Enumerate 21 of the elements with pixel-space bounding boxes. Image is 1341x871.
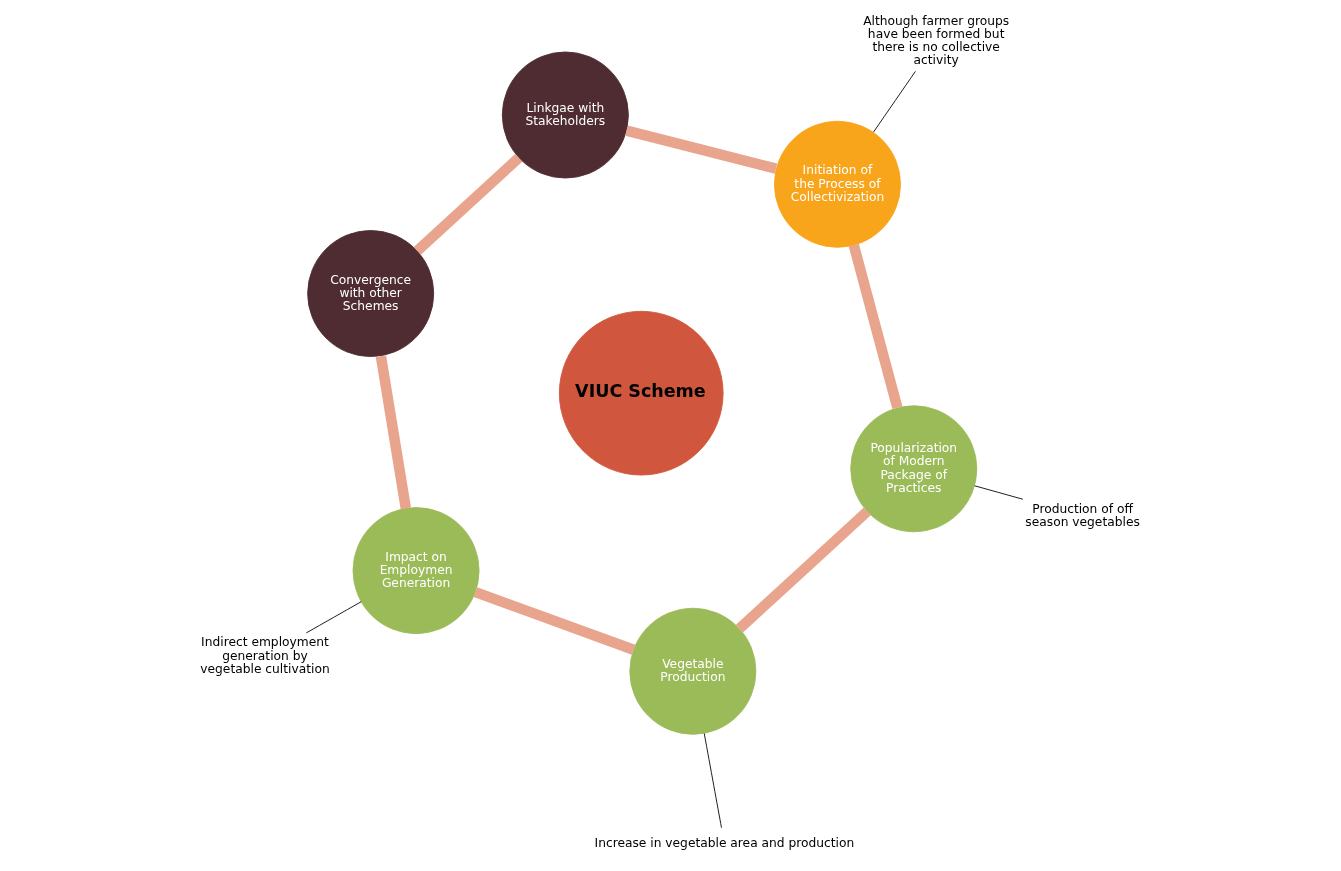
node-text: Although farmer groups have been formed but there is no collective activity [863, 13, 1010, 68]
node-text: Production of off season vegetables [1025, 501, 1140, 529]
connector [473, 587, 636, 655]
node-text: Increase in vegetable area and production [594, 835, 855, 850]
node-circle: Convergence with other Schemes [307, 230, 435, 357]
node-circle: Initiation of the Process of Collectivization [773, 120, 901, 248]
connector [848, 243, 903, 410]
connector [974, 485, 1024, 500]
connector [873, 70, 916, 133]
connector [625, 125, 778, 174]
connector [375, 355, 412, 510]
node-circle: Vegetable Production [629, 607, 757, 735]
connector [413, 153, 523, 255]
node-text: Indirect employment generation by vegetable cultivation [200, 635, 330, 676]
node-circle: Linkgae with Stakeholders [501, 51, 629, 179]
connector [703, 733, 722, 829]
node-circle: Popularization of Modern Package of Practices [850, 405, 978, 533]
node-circle: Impact on Employmen Generation [352, 507, 480, 635]
connector [305, 601, 362, 634]
node-circle: VIUC Scheme [558, 310, 724, 476]
connector [735, 507, 871, 633]
